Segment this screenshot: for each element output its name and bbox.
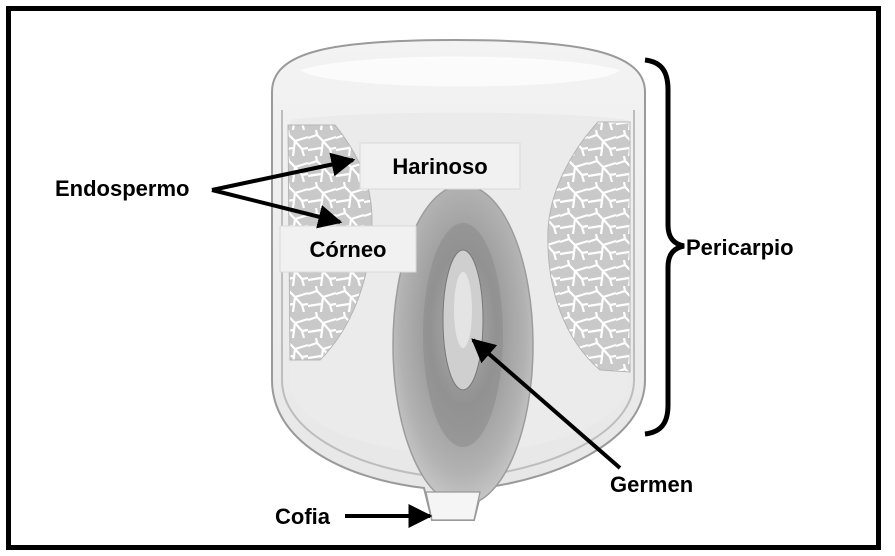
- corneo-label: Córneo: [310, 237, 387, 262]
- pericarpio-brace: [645, 60, 684, 434]
- tip-cap: [426, 492, 480, 520]
- harinoso-label: Harinoso: [392, 154, 487, 179]
- germ-core: [454, 272, 472, 348]
- pericarpio-label: Pericarpio: [686, 235, 794, 260]
- endospermo-label: Endospermo: [55, 176, 189, 201]
- germen-label: Germen: [610, 472, 693, 497]
- cofia-label: Cofia: [275, 504, 331, 529]
